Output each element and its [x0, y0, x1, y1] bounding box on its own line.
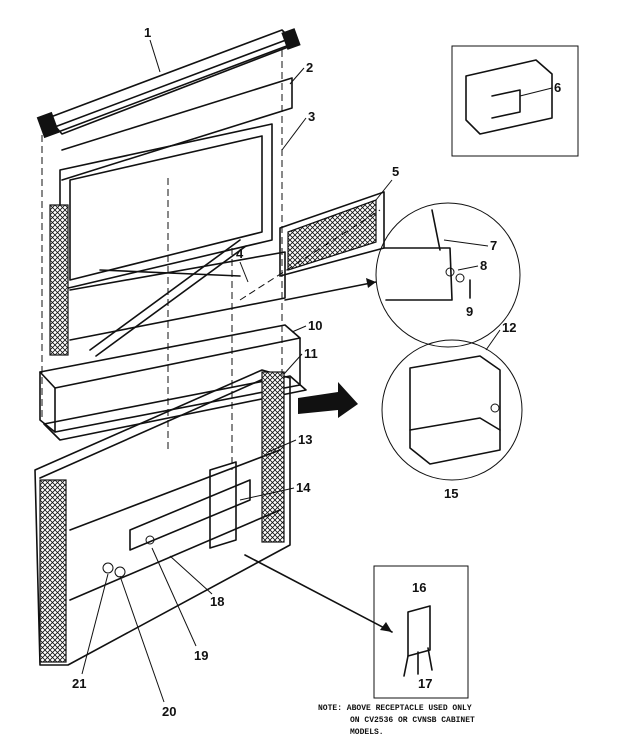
callout-9: 9	[466, 304, 473, 319]
callout-5: 5	[392, 164, 399, 179]
receptacle-box	[373, 565, 469, 699]
channel-tray	[39, 324, 307, 441]
callout-13: 13	[298, 432, 312, 447]
detail-circle-middle	[381, 339, 523, 481]
callout-11: 11	[304, 346, 318, 361]
callout-15: 15	[444, 486, 458, 501]
note-line-1: NOTE: ABOVE RECEPTACLE USED ONLY	[318, 704, 472, 713]
callout-16: 16	[412, 580, 426, 595]
callout-2: 2	[306, 60, 313, 75]
frame-assembly	[49, 123, 273, 357]
callout-18: 18	[210, 594, 224, 609]
main-cabinet	[34, 369, 291, 666]
back-panel	[61, 77, 293, 181]
callout-labels: 1 2 3 4 5 6 7 8 9 10 11 12 13 14 15 16 1…	[72, 25, 561, 719]
filter-screen	[279, 191, 385, 277]
callout-14: 14	[296, 480, 311, 495]
callout-19: 19	[194, 648, 208, 663]
callout-10: 10	[308, 318, 322, 333]
inset-box-bracket	[451, 45, 579, 157]
pointer-arrows	[244, 278, 393, 633]
callout-8: 8	[480, 258, 487, 273]
callout-3: 3	[308, 109, 315, 124]
callout-21: 21	[72, 676, 86, 691]
callout-20: 20	[162, 704, 176, 719]
note-text: NOTE: ABOVE RECEPTACLE USED ONLY ON CV25…	[318, 704, 475, 737]
callout-4: 4	[236, 246, 244, 261]
exploded-guide-lines	[41, 50, 381, 470]
leader-lines	[81, 39, 553, 703]
roller-bar	[36, 28, 301, 139]
note-line-2: ON CV2536 OR CVNSB CABINET	[350, 716, 475, 725]
callout-7: 7	[490, 238, 497, 253]
callout-6: 6	[554, 80, 561, 95]
callout-17: 17	[418, 676, 432, 691]
detail-circle-top	[375, 202, 521, 348]
callout-1: 1	[144, 25, 151, 40]
callout-12: 12	[502, 320, 516, 335]
note-line-3: MODELS.	[350, 728, 384, 737]
